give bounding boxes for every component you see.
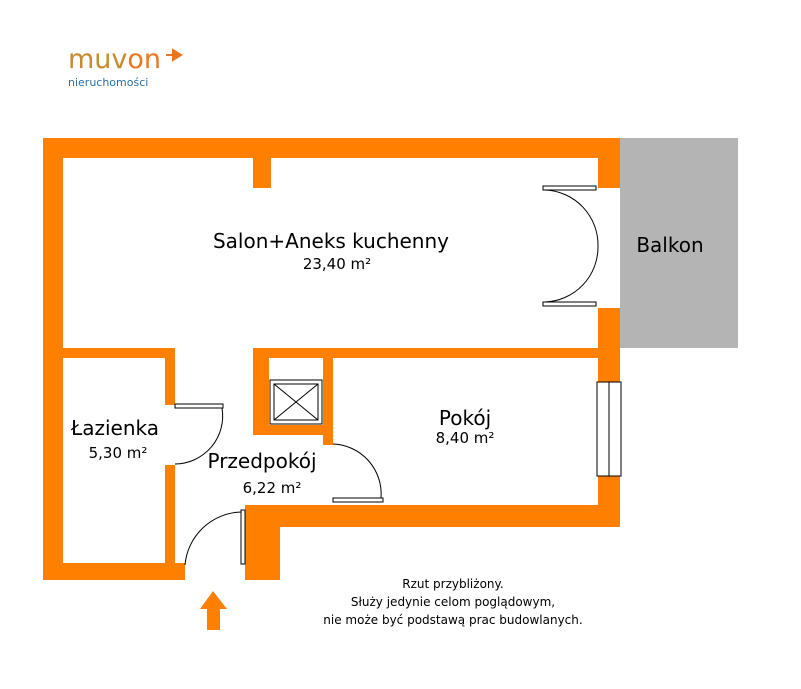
logo-tagline: nieruchomości (68, 76, 148, 89)
room-area-przedpokoj: 6,22 m² (243, 479, 302, 497)
wall-mid-right (253, 348, 598, 358)
svg-text:muvon: muvon (68, 44, 161, 75)
room-name-salon: Salon+Aneks kuchenny (213, 229, 449, 253)
room-name-przedpokoj: Przedpokój (207, 449, 316, 473)
logo: muvon nieruchomości (68, 44, 183, 89)
room-door (332, 443, 384, 503)
disclaimer: Rzut przybliżony. Służy jedynie celom po… (323, 577, 582, 627)
logo-brand-suffix: on (127, 44, 161, 75)
wall-right-upper (598, 138, 620, 188)
room-area-pokoj: 8,40 m² (436, 429, 495, 447)
wall-top (43, 138, 620, 158)
logo-arrow-icon (166, 48, 183, 62)
disclaimer-line-2: Służy jedynie celom poglądowym, (351, 595, 555, 609)
wall-room-left (323, 348, 333, 445)
room-name-balkon: Balkon (636, 233, 703, 257)
wall-bottom-right (245, 505, 620, 527)
room-window (596, 381, 622, 477)
wall-shaft-bottom (253, 425, 331, 435)
wall-pillar (253, 158, 271, 188)
wall-left (43, 138, 63, 580)
disclaimer-line-1: Rzut przybliżony. (402, 577, 503, 591)
ventilation-shaft-icon (269, 379, 323, 425)
walls (43, 138, 620, 580)
wall-bathroom-upper (165, 348, 175, 405)
wall-bottom-left (43, 563, 185, 580)
logo-brand-prefix: muv (68, 44, 127, 75)
wall-entrance-right (245, 505, 280, 580)
wall-mid-left (63, 348, 175, 358)
room-name-lazienka: Łazienka (70, 416, 159, 440)
wall-bathroom-lower (165, 465, 175, 565)
wall-right-middle (598, 308, 620, 383)
balcony-door (542, 185, 599, 307)
bathroom-door (174, 403, 224, 465)
room-area-lazienka: 5,30 m² (89, 444, 148, 462)
disclaimer-line-3: nie może być podstawą prac budowlanych. (323, 613, 582, 627)
arrow-up-icon (200, 591, 227, 630)
balcony-area (620, 138, 738, 348)
room-area-salon: 23,40 m² (303, 255, 371, 273)
room-name-pokoj: Pokój (439, 406, 491, 430)
wall-shaft-left (253, 348, 269, 425)
entrance-door (184, 509, 246, 566)
